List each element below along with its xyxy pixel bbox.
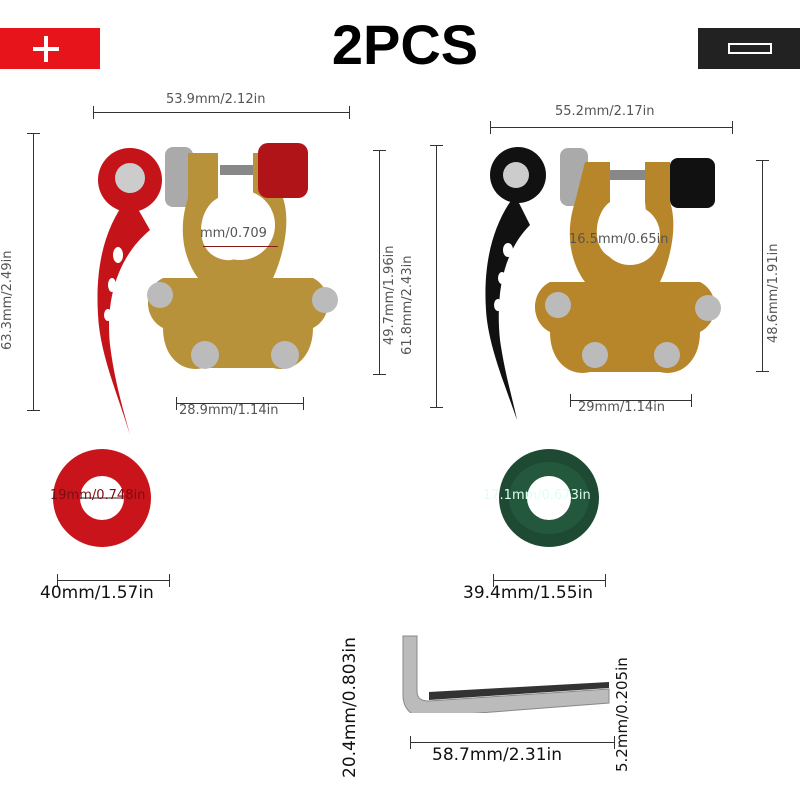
negative-body-height-label: 48.6mm/1.91in — [766, 243, 781, 343]
positive-width-label: 53.9mm/2.12in — [166, 92, 266, 107]
hex-key-short-arm-label: 20.4mm/0.803in — [340, 637, 360, 778]
negative-badge — [698, 28, 800, 69]
hex-key-image — [402, 635, 610, 713]
positive-badge — [0, 28, 100, 69]
positive-bolt-height-label: 61.8mm/2.43in — [400, 255, 415, 355]
plus-icon — [33, 36, 59, 62]
hex-key-length-line — [410, 736, 615, 749]
red-washer-inner-label: 19mm/0.748in — [50, 488, 146, 503]
negative-width-label: 55.2mm/2.17in — [555, 104, 655, 119]
height-dimension-line — [27, 133, 40, 411]
negative-clamp-image — [485, 147, 721, 420]
hex-key-length-label: 58.7mm/2.31in — [432, 745, 563, 765]
negative-body-height-line — [756, 160, 769, 372]
positive-body-height-label: 49.7mm/1.96in — [382, 245, 397, 345]
positive-base-width-label: 28.9mm/1.14in — [179, 403, 279, 418]
positive-hole-label: mm/0.709 — [200, 226, 267, 241]
negative-base-width-label: 29mm/1.14in — [578, 400, 666, 415]
positive-total-height-label: 63.3mm/2.49in — [0, 250, 15, 350]
green-washer-outer-label: 39.4mm/1.55in — [463, 583, 594, 603]
negative-height-line — [430, 145, 443, 408]
positive-hole-line — [203, 246, 278, 247]
red-washer — [53, 449, 151, 547]
negative-hole-label: 16.5mm/0.65in — [569, 232, 669, 247]
minus-icon — [728, 43, 772, 54]
red-washer-width-line — [57, 574, 170, 587]
positive-clamp-image — [97, 143, 338, 435]
red-washer-outer-label: 40mm/1.57in — [40, 583, 154, 603]
green-washer — [499, 449, 599, 547]
hex-key-size-label: 5.2mm/0.205in — [613, 657, 631, 772]
width-dimension-line — [93, 106, 350, 119]
page-title: 2PCS — [331, 13, 479, 76]
negative-base-width-line — [570, 394, 692, 407]
body-height-line — [373, 150, 386, 375]
green-washer-inner-label: 17.1mm/0.673in — [483, 488, 591, 503]
green-washer-width-line — [493, 574, 606, 587]
negative-width-line — [490, 121, 733, 134]
base-width-line — [176, 397, 304, 410]
